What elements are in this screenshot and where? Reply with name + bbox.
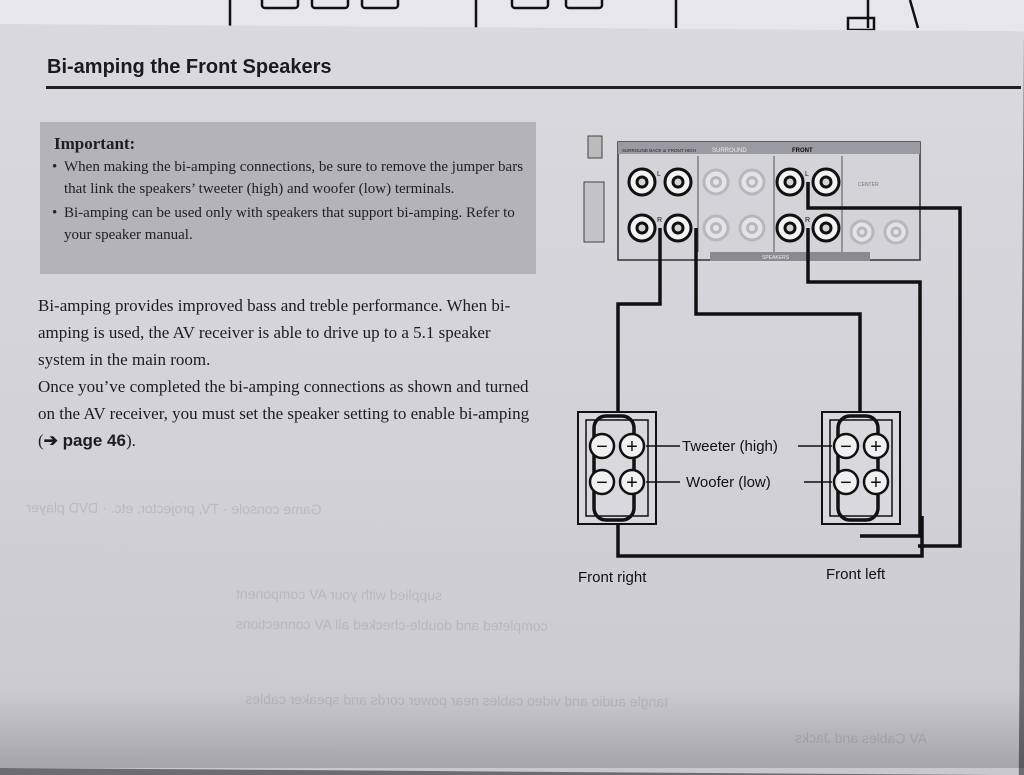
page-shadow bbox=[0, 690, 1024, 768]
front-right-speaker bbox=[577, 411, 657, 525]
plus-icon: + bbox=[870, 472, 882, 494]
minus-icon: − bbox=[840, 436, 852, 458]
plus-icon: + bbox=[626, 472, 638, 494]
body-text: Bi-amping provides improved bass and tre… bbox=[38, 292, 538, 454]
woofer-label: Woofer (low) bbox=[686, 474, 771, 491]
speaker-wires bbox=[616, 182, 962, 558]
section-title: Bi-amping the Front Speakers bbox=[47, 56, 332, 78]
surround-back-terminals bbox=[627, 167, 693, 243]
biamp-wiring-diagram: SURROUND BACK or FRONT HIGH SURROUND FRO… bbox=[577, 135, 962, 586]
front-left-speaker bbox=[821, 411, 901, 525]
arrow-icon: ➔ bbox=[43, 431, 58, 450]
wire-right-speaker-loop bbox=[616, 516, 924, 558]
panel-side-jack bbox=[583, 181, 605, 243]
body-text-run: Once you’ve completed the bi-amping conn… bbox=[38, 377, 530, 450]
minus-icon: − bbox=[596, 472, 608, 494]
body-text-run: ). bbox=[125, 431, 136, 450]
important-item: When making the bi-amping connections, b… bbox=[52, 156, 524, 200]
front-label: FRONT bbox=[792, 148, 813, 154]
channel-r-label: R bbox=[805, 217, 810, 224]
front-terminals bbox=[775, 167, 841, 243]
wire-sbr-to-right-tweeter bbox=[616, 228, 662, 416]
channel-l-label: L bbox=[657, 171, 661, 178]
tweeter-label: Tweeter (high) bbox=[682, 438, 778, 455]
surround-label: SURROUND bbox=[712, 148, 747, 154]
center-label: CENTER bbox=[858, 182, 879, 188]
page-reference: page 46 bbox=[62, 431, 126, 450]
important-box: Important: When making the bi-amping con… bbox=[40, 122, 536, 274]
channel-r-label: R bbox=[657, 217, 662, 224]
surround-back-label: SURROUND BACK or FRONT HIGH bbox=[622, 148, 696, 153]
important-heading: Important: bbox=[54, 134, 136, 153]
plus-icon: + bbox=[870, 436, 882, 458]
minus-icon: − bbox=[840, 472, 852, 494]
body-paragraph: Bi-amping provides improved bass and tre… bbox=[38, 296, 511, 369]
previous-page-diagram-fragment bbox=[228, 0, 920, 32]
important-list: When making the bi-amping connections, b… bbox=[52, 156, 524, 248]
channel-l-label: L bbox=[805, 171, 809, 178]
wire-front-r-to-left-speaker bbox=[806, 228, 922, 538]
title-rule bbox=[46, 86, 1021, 89]
surround-terminals bbox=[702, 168, 766, 242]
panel-bracket bbox=[587, 135, 603, 159]
wire-sbr-to-left-tweeter bbox=[694, 228, 862, 416]
front-left-label: Front left bbox=[826, 566, 886, 583]
speakers-strip bbox=[710, 252, 870, 261]
plus-icon: + bbox=[626, 436, 638, 458]
body-paragraph: Once you’ve completed the bi-amping conn… bbox=[38, 373, 538, 454]
minus-icon: − bbox=[596, 436, 608, 458]
receiver-panel bbox=[617, 141, 921, 261]
front-right-label: Front right bbox=[578, 569, 647, 586]
panel-header-strip bbox=[618, 142, 920, 154]
wire-front-l-to-left-speaker bbox=[806, 182, 962, 548]
speakers-label: SPEAKERS bbox=[762, 255, 790, 261]
important-item: Bi-amping can be used only with speakers… bbox=[52, 202, 524, 246]
center-terminals bbox=[849, 219, 909, 245]
